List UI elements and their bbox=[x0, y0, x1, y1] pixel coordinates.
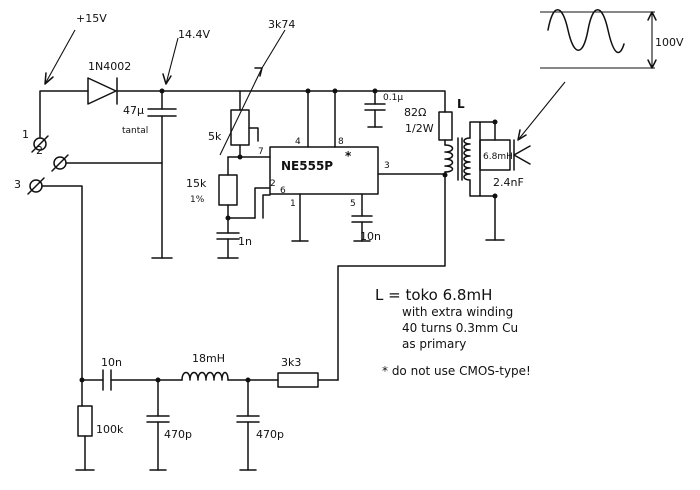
terminal1-label: 1 bbox=[22, 128, 29, 141]
capacitor-1n: 1n bbox=[216, 217, 252, 259]
r-timing-tol: 1% bbox=[190, 195, 205, 205]
r-series-label: 82Ω bbox=[404, 106, 426, 119]
pin6-label: 6 bbox=[280, 186, 286, 196]
pin3-label: 3 bbox=[384, 161, 390, 171]
output-waveform: 100V bbox=[517, 9, 684, 141]
notes-block: L = toko 6.8mH with extra winding 40 tur… bbox=[375, 286, 531, 378]
input-terminals: 1 2 3 bbox=[14, 128, 163, 381]
r-series-power: 1/2W bbox=[405, 122, 434, 135]
inductor-letter: L bbox=[457, 97, 465, 111]
supply-voltage-label: +15V bbox=[76, 12, 107, 25]
choke-label: 18mH bbox=[192, 352, 225, 365]
c-timing-label: 1n bbox=[238, 235, 252, 248]
resistor-100k: 100k bbox=[77, 379, 124, 471]
r-input-label: 100k bbox=[96, 423, 124, 436]
pin5-label: 5 bbox=[350, 199, 356, 209]
capacitor-10n-ctrl: 10n bbox=[351, 215, 381, 243]
c-ctrl-label: 10n bbox=[360, 230, 381, 243]
note-line4: as primary bbox=[402, 337, 466, 351]
c-filter2-label: 470p bbox=[256, 428, 284, 441]
transformer-secondary bbox=[463, 119, 505, 241]
capacitor-47u: 47µ tantal bbox=[122, 90, 177, 259]
transducer-ind-label: 6.8mH bbox=[483, 152, 513, 162]
pot-label: 5k bbox=[208, 130, 222, 143]
pot-value-marker: 3k74 bbox=[261, 18, 295, 69]
rail-voltage-marker: 14.4V bbox=[162, 28, 210, 85]
c-coupling-label: 10n bbox=[101, 356, 122, 369]
note-line3: 40 turns 0.3mm Cu bbox=[402, 321, 518, 335]
pin8-label: 8 bbox=[338, 137, 344, 147]
pin1-label: 1 bbox=[290, 199, 296, 209]
cap-supply-type: tantal bbox=[122, 126, 148, 136]
ic-label: NE555P bbox=[281, 159, 333, 173]
pin4-label: 4 bbox=[295, 137, 301, 147]
capacitor-0.1u: 0.1µ bbox=[364, 90, 403, 128]
r-timing-label: 15k bbox=[186, 177, 207, 190]
resistor-82ohm: 82Ω 1/2W L bbox=[404, 97, 465, 141]
note-line5: * do not use CMOS-type! bbox=[382, 364, 531, 378]
ground-symbols bbox=[75, 240, 371, 471]
timing-wiring bbox=[225, 144, 271, 221]
capacitor-470p-2: 470p bbox=[236, 379, 284, 471]
supply-arrow: +15V bbox=[44, 12, 107, 85]
pin2-label: 2 bbox=[270, 179, 276, 189]
choke-18mh: 18mH bbox=[181, 352, 229, 381]
r-filter-label: 3k3 bbox=[281, 356, 301, 369]
c-decouple-label: 0.1µ bbox=[383, 93, 403, 103]
cap-supply-label: 47µ bbox=[123, 104, 144, 117]
potentiometer-5k: 5k bbox=[208, 67, 263, 156]
rail-voltage-label: 14.4V bbox=[178, 28, 210, 41]
resistor-3k3: 3k3 bbox=[277, 356, 319, 388]
diode-1n4002: 1N4002 bbox=[87, 60, 131, 105]
note-line1: L = toko 6.8mH bbox=[375, 286, 492, 304]
transducer: 6.8mH 2.4nF bbox=[479, 121, 531, 197]
capacitor-470p-1: 470p bbox=[146, 379, 192, 471]
amplitude-label: 100V bbox=[655, 36, 684, 49]
terminal3-label: 3 bbox=[14, 178, 21, 191]
transformer-primary bbox=[337, 139, 454, 381]
capacitor-10n-coupling: 10n bbox=[101, 356, 122, 391]
pin7-label: 7 bbox=[258, 147, 264, 157]
ne555-chip: NE555P * 4 8 7 2 6 1 5 3 bbox=[258, 90, 390, 242]
filter-wiring bbox=[79, 377, 339, 383]
pot-value-label: 3k74 bbox=[268, 18, 295, 31]
transducer-cap-label: 2.4nF bbox=[493, 176, 524, 189]
transformer-core bbox=[457, 137, 463, 181]
diode-label: 1N4002 bbox=[88, 60, 131, 73]
note-line2: with extra winding bbox=[402, 305, 513, 319]
c-filter1-label: 470p bbox=[164, 428, 192, 441]
resistor-15k: 15k 1% bbox=[186, 174, 238, 206]
ic-mark: * bbox=[345, 149, 352, 163]
